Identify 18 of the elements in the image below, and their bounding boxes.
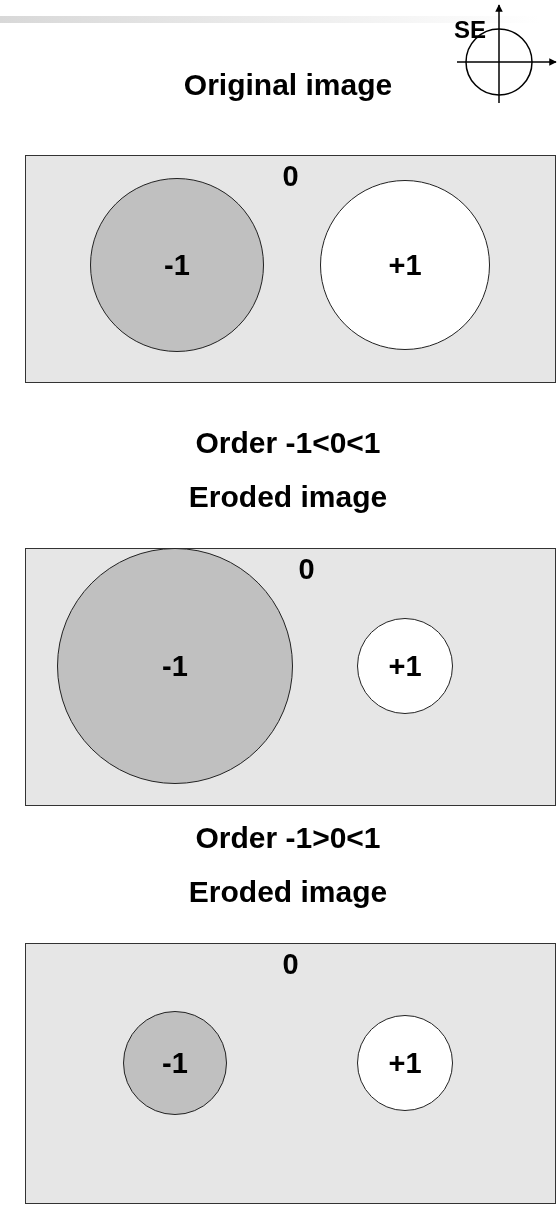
image-panel xyxy=(25,155,556,383)
region-value: -1 xyxy=(162,651,188,681)
region-value: 0 xyxy=(297,555,316,584)
panel-title: Eroded image xyxy=(188,482,388,512)
region-value: -1 xyxy=(162,1048,188,1078)
region-value: 0 xyxy=(281,162,300,191)
kernel-label: SE xyxy=(454,18,486,42)
order-label: Order -1<0<1 xyxy=(195,428,381,458)
panel-title: Eroded image xyxy=(188,877,388,907)
region-value: +1 xyxy=(388,1048,422,1078)
region-value: +1 xyxy=(388,250,422,280)
region-value: 0 xyxy=(281,950,300,979)
image-panel xyxy=(25,943,556,1204)
region-value: +1 xyxy=(388,651,422,681)
order-label: Order -1>0<1 xyxy=(195,823,381,853)
panel-title: Original image xyxy=(183,70,393,100)
image-panel xyxy=(25,548,556,806)
region-value: -1 xyxy=(164,250,190,280)
